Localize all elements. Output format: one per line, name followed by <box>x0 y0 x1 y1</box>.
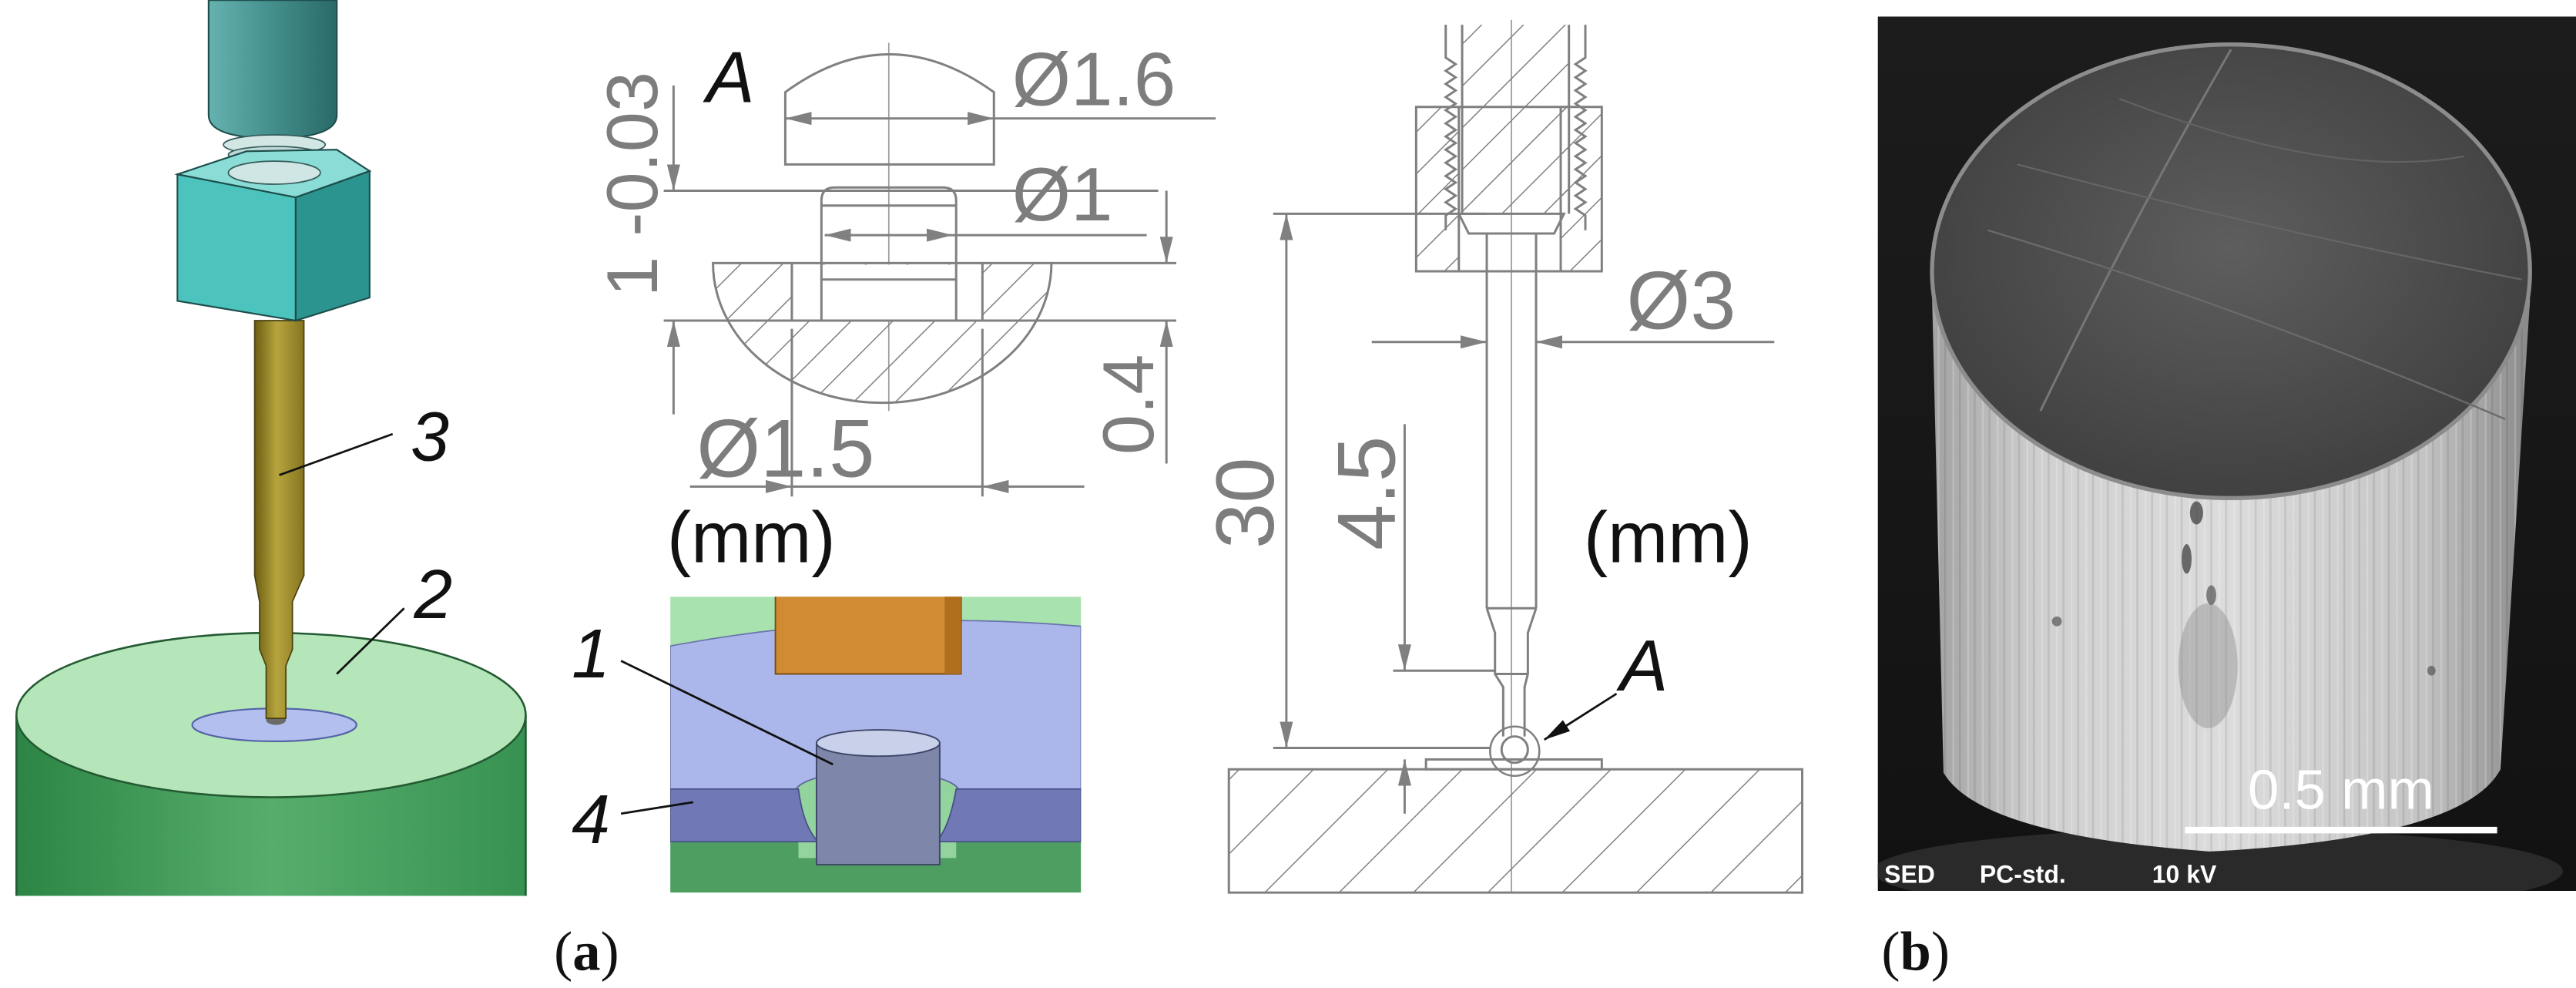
side-view-drawing: Ø3 30 4.5 (mm) A <box>1199 19 1804 894</box>
collet-outline <box>1414 106 1603 273</box>
detail-label-a: A <box>703 36 755 117</box>
unit-label: (mm) <box>667 497 836 578</box>
sem-defect <box>2051 616 2062 627</box>
pin-body <box>815 742 941 865</box>
caption-a: (a) <box>554 919 619 982</box>
plate-edge-left <box>670 788 820 842</box>
part-label-4: 4 <box>572 781 610 858</box>
shaft-diameter-text: Ø3 <box>1626 254 1736 347</box>
render-3d: 3 2 <box>15 0 527 896</box>
slot-depth-text: 0.4 <box>1088 355 1169 455</box>
rod-taper-left <box>1485 607 1504 737</box>
pin-outline <box>820 186 958 321</box>
probe-rod <box>253 320 305 719</box>
sem-defect <box>2427 665 2436 676</box>
sem-body-smudge <box>2178 603 2238 728</box>
detail-arrow <box>1543 692 1618 741</box>
holder-block-shade <box>944 596 961 674</box>
leader-line-2 <box>336 607 405 675</box>
side-unit-label: (mm) <box>1584 497 1753 578</box>
pin-height-text: 1 -0.03 <box>592 72 673 297</box>
sem-scratch <box>2017 163 2522 281</box>
inset-3d <box>670 596 1082 893</box>
hex-nut-bore <box>227 160 321 185</box>
part-label-2: 2 <box>413 556 452 633</box>
collet-hatch-right <box>1561 106 1602 272</box>
leader-line-3 <box>279 432 394 476</box>
pin-diameter-text: Ø1 <box>1012 152 1113 237</box>
hex-nut-left-face <box>176 173 297 322</box>
probe-ball <box>1500 735 1529 765</box>
sem-defect <box>2189 501 2203 525</box>
caption-b: (b) <box>1881 919 1950 982</box>
caption-a-close: ) <box>600 919 619 982</box>
bowl-outline <box>712 261 1053 405</box>
caption-b-close: ) <box>1931 919 1950 982</box>
pin-top <box>815 729 941 758</box>
sem-voltage: 10 kV <box>2152 860 2217 888</box>
tip-length-text: 4.5 <box>1320 436 1413 550</box>
leader-line-1 <box>620 660 834 766</box>
rod-taper-right <box>1523 607 1538 737</box>
tip-detail-drawing: A Ø1.6 Ø1 1 -0.03 0.4 Ø1.5 (mm) <box>592 36 1216 578</box>
sem-image: 0.5 mm SED PC-std. 10 kV <box>1877 16 2576 892</box>
rod-flange <box>1457 212 1566 235</box>
sem-scratch <box>2118 98 2465 163</box>
caption-a-letter: a <box>572 919 600 982</box>
base-block <box>1227 768 1804 894</box>
sem-defect <box>2182 544 2192 574</box>
side-detail-label-a: A <box>1616 625 1669 706</box>
sem-substrate-glow <box>1877 828 2563 892</box>
slot-cutout <box>791 264 983 321</box>
tool-holder <box>207 0 338 139</box>
part-label-1: 1 <box>572 615 610 692</box>
cap-diameter-text: Ø1.6 <box>1012 37 1176 122</box>
sem-detector: SED <box>1884 860 1935 888</box>
caption-a-open: ( <box>554 919 572 982</box>
plate-edge-right <box>934 788 1082 842</box>
sem-defect <box>2206 585 2216 605</box>
slot-diameter-text: Ø1.5 <box>696 402 874 495</box>
leader-line-4 <box>620 801 694 815</box>
sem-mode: PC-std. <box>1980 860 2066 888</box>
part-label-3: 3 <box>411 398 449 475</box>
caption-b-letter: b <box>1900 919 1931 982</box>
caption-b-open: ( <box>1881 919 1900 982</box>
sem-scratch <box>2039 49 2232 412</box>
total-length-text: 30 <box>1199 457 1291 549</box>
sem-cylinder-top <box>1930 42 2532 500</box>
sem-scratch <box>1987 229 2506 421</box>
holder-block <box>774 596 962 675</box>
scale-bar-label: 0.5 mm <box>2248 758 2434 821</box>
shaft-hatch <box>1462 25 1569 214</box>
hex-nut <box>174 149 372 322</box>
cap-outline <box>783 53 995 166</box>
collet-hatch-left <box>1416 106 1459 272</box>
